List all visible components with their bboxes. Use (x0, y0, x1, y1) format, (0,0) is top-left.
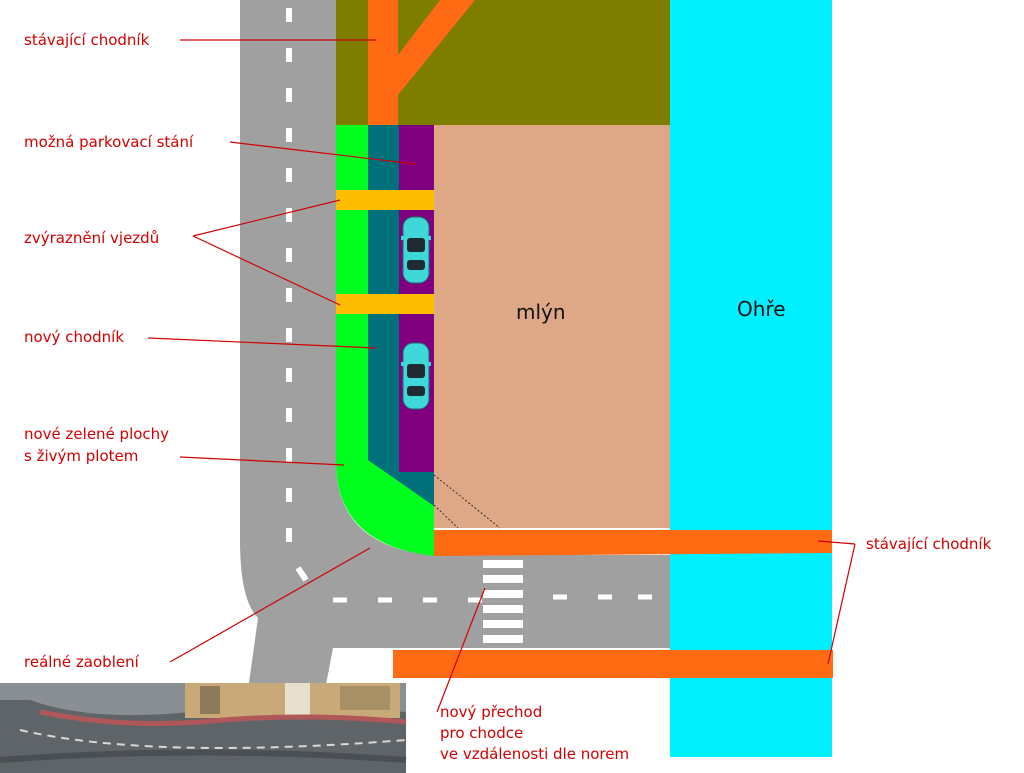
label-entrances: zvýraznění vjezdů (24, 229, 160, 247)
river-area (670, 0, 832, 757)
existing-sidewalk-right (434, 530, 832, 556)
new-sidewalk-fill (368, 125, 434, 506)
label-parking: možná parkovací stání (24, 133, 194, 151)
label-green-line1: nové zelené plochy (24, 425, 170, 443)
label-crossing-line3: ve vzdálenosti dle norem (440, 745, 630, 763)
leader-lines (147, 39, 856, 713)
entrance-highlight-2 (336, 294, 434, 314)
label-crossing-line2: pro chodce (440, 724, 524, 742)
green-area (336, 125, 434, 556)
car-icon (401, 216, 431, 284)
label-new-sidewalk: nový chodník (24, 328, 125, 346)
existing-sidewalk-top-diagonal (398, 0, 475, 95)
label-existing-sidewalk-top: stávající chodník (24, 31, 150, 49)
entrance-highlight-1 (336, 190, 434, 210)
mill-area (434, 125, 670, 528)
label-existing-sidewalk-right: stávající chodník (866, 535, 992, 553)
label-real-rounding: reálné zaoblení (24, 653, 139, 671)
label-green-line2: s živým plotem (24, 447, 139, 465)
road-centerline-vertical (286, 8, 309, 582)
label-crossing-line1: nový přechod (440, 703, 543, 721)
corner-photo (0, 683, 407, 773)
pedestrian-crossing (483, 560, 523, 643)
river-label: Ohře (737, 297, 786, 321)
mill-label: mlýn (516, 300, 566, 324)
car-icon (401, 342, 431, 410)
existing-sidewalk-bottom (393, 650, 833, 678)
dotted-guides (433, 474, 501, 529)
existing-sidewalk-top (368, 0, 398, 125)
